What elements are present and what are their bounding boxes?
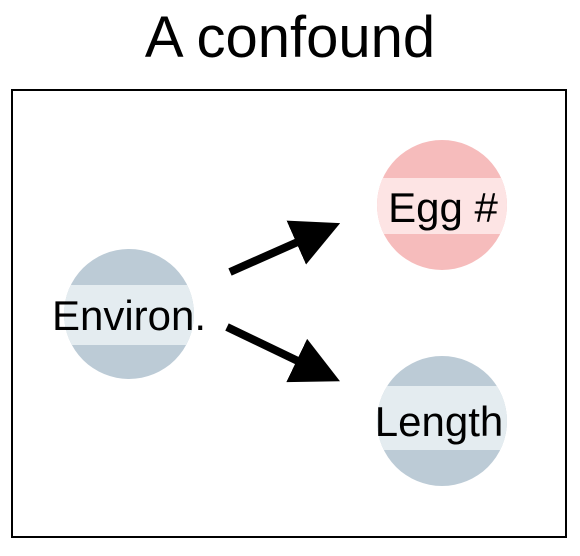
node-environ: Environ. — [52, 249, 206, 379]
diagram-frame — [11, 89, 567, 538]
diagram-title: A confound — [144, 5, 436, 70]
node-eggs: Egg # — [377, 140, 507, 270]
node-length-label: Length — [375, 398, 503, 445]
node-environ-band — [64, 285, 194, 345]
edge-environ-to-length — [225, 323, 340, 383]
node-eggs-label: Egg # — [388, 184, 498, 231]
edge-environ-to-eggs — [228, 220, 341, 276]
node-eggs-band — [377, 178, 507, 234]
node-environ-label: Environ. — [52, 292, 206, 339]
node-length: Length — [375, 356, 507, 486]
node-length-band — [377, 386, 507, 450]
